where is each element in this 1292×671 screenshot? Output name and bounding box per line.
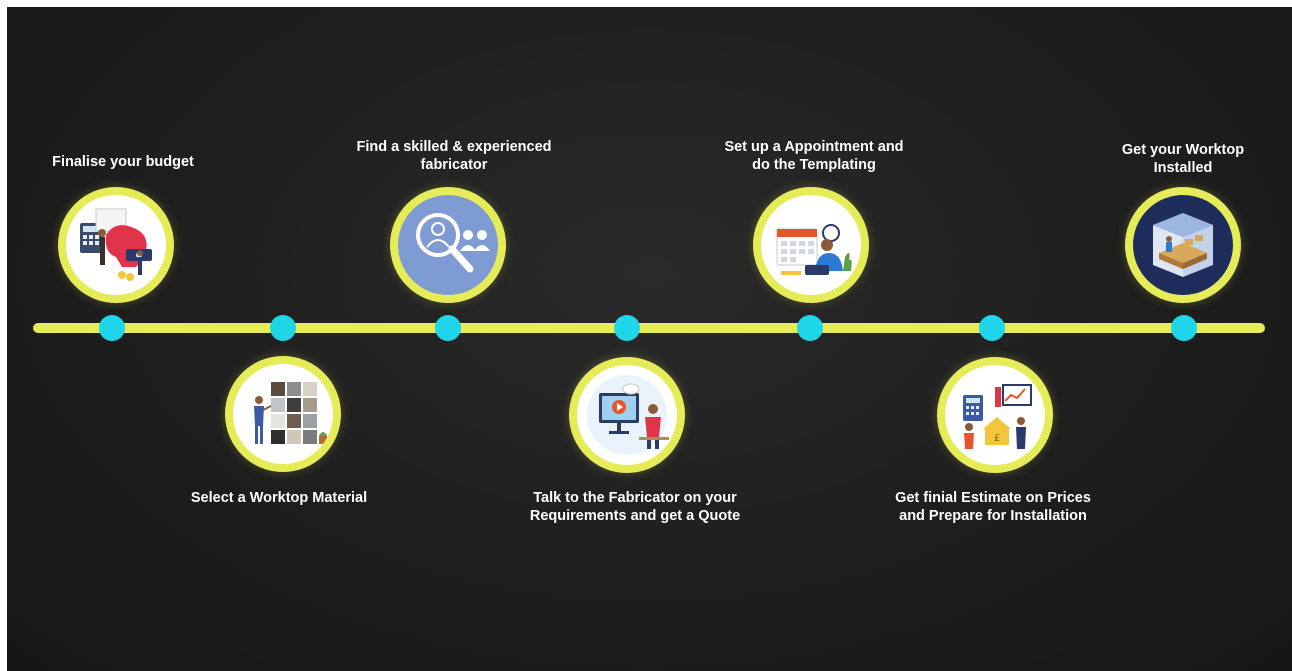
appointment-icon	[776, 224, 852, 275]
timeline-dot-5	[797, 315, 823, 341]
timeline-dot-3	[435, 315, 461, 341]
step-3-circle	[390, 187, 506, 303]
installed-worktop-icon	[1153, 213, 1213, 277]
budget-icon	[80, 208, 152, 281]
timeline-dot-1	[99, 315, 125, 341]
step-7-circle	[1125, 187, 1241, 303]
timeline-dot-2	[270, 315, 296, 341]
timeline-canvas: Finalise your budget	[7, 7, 1292, 671]
material-selection-icon	[254, 382, 327, 444]
estimate-icon: £	[963, 384, 1032, 449]
step-6-circle: £	[937, 357, 1053, 473]
step-2-label: Select a Worktop Material	[190, 490, 368, 506]
timeline-dot-4	[614, 315, 640, 341]
step-2-circle	[225, 356, 341, 472]
video-call-icon	[587, 375, 669, 455]
svg-text:£: £	[994, 433, 1000, 444]
search-fabricator-icon	[416, 213, 490, 273]
step-4-circle	[569, 357, 685, 473]
step-1-circle	[58, 187, 174, 303]
step-5-circle	[753, 187, 869, 303]
step-4-label: Talk to the Fabricator on your Requireme…	[529, 490, 741, 524]
step-7-label: Get your Worktop Installed	[1121, 142, 1245, 176]
timeline-dot-7	[1171, 315, 1197, 341]
step-5-label: Set up a Appointment and do the Templati…	[724, 139, 904, 173]
step-3-label: Find a skilled & experienced fabricator	[356, 139, 552, 173]
timeline-dot-6	[979, 315, 1005, 341]
step-6-label: Get finial Estimate on Prices and Prepar…	[895, 490, 1091, 524]
timeline-line	[33, 323, 1265, 333]
step-1-label: Finalise your budget	[52, 154, 194, 170]
